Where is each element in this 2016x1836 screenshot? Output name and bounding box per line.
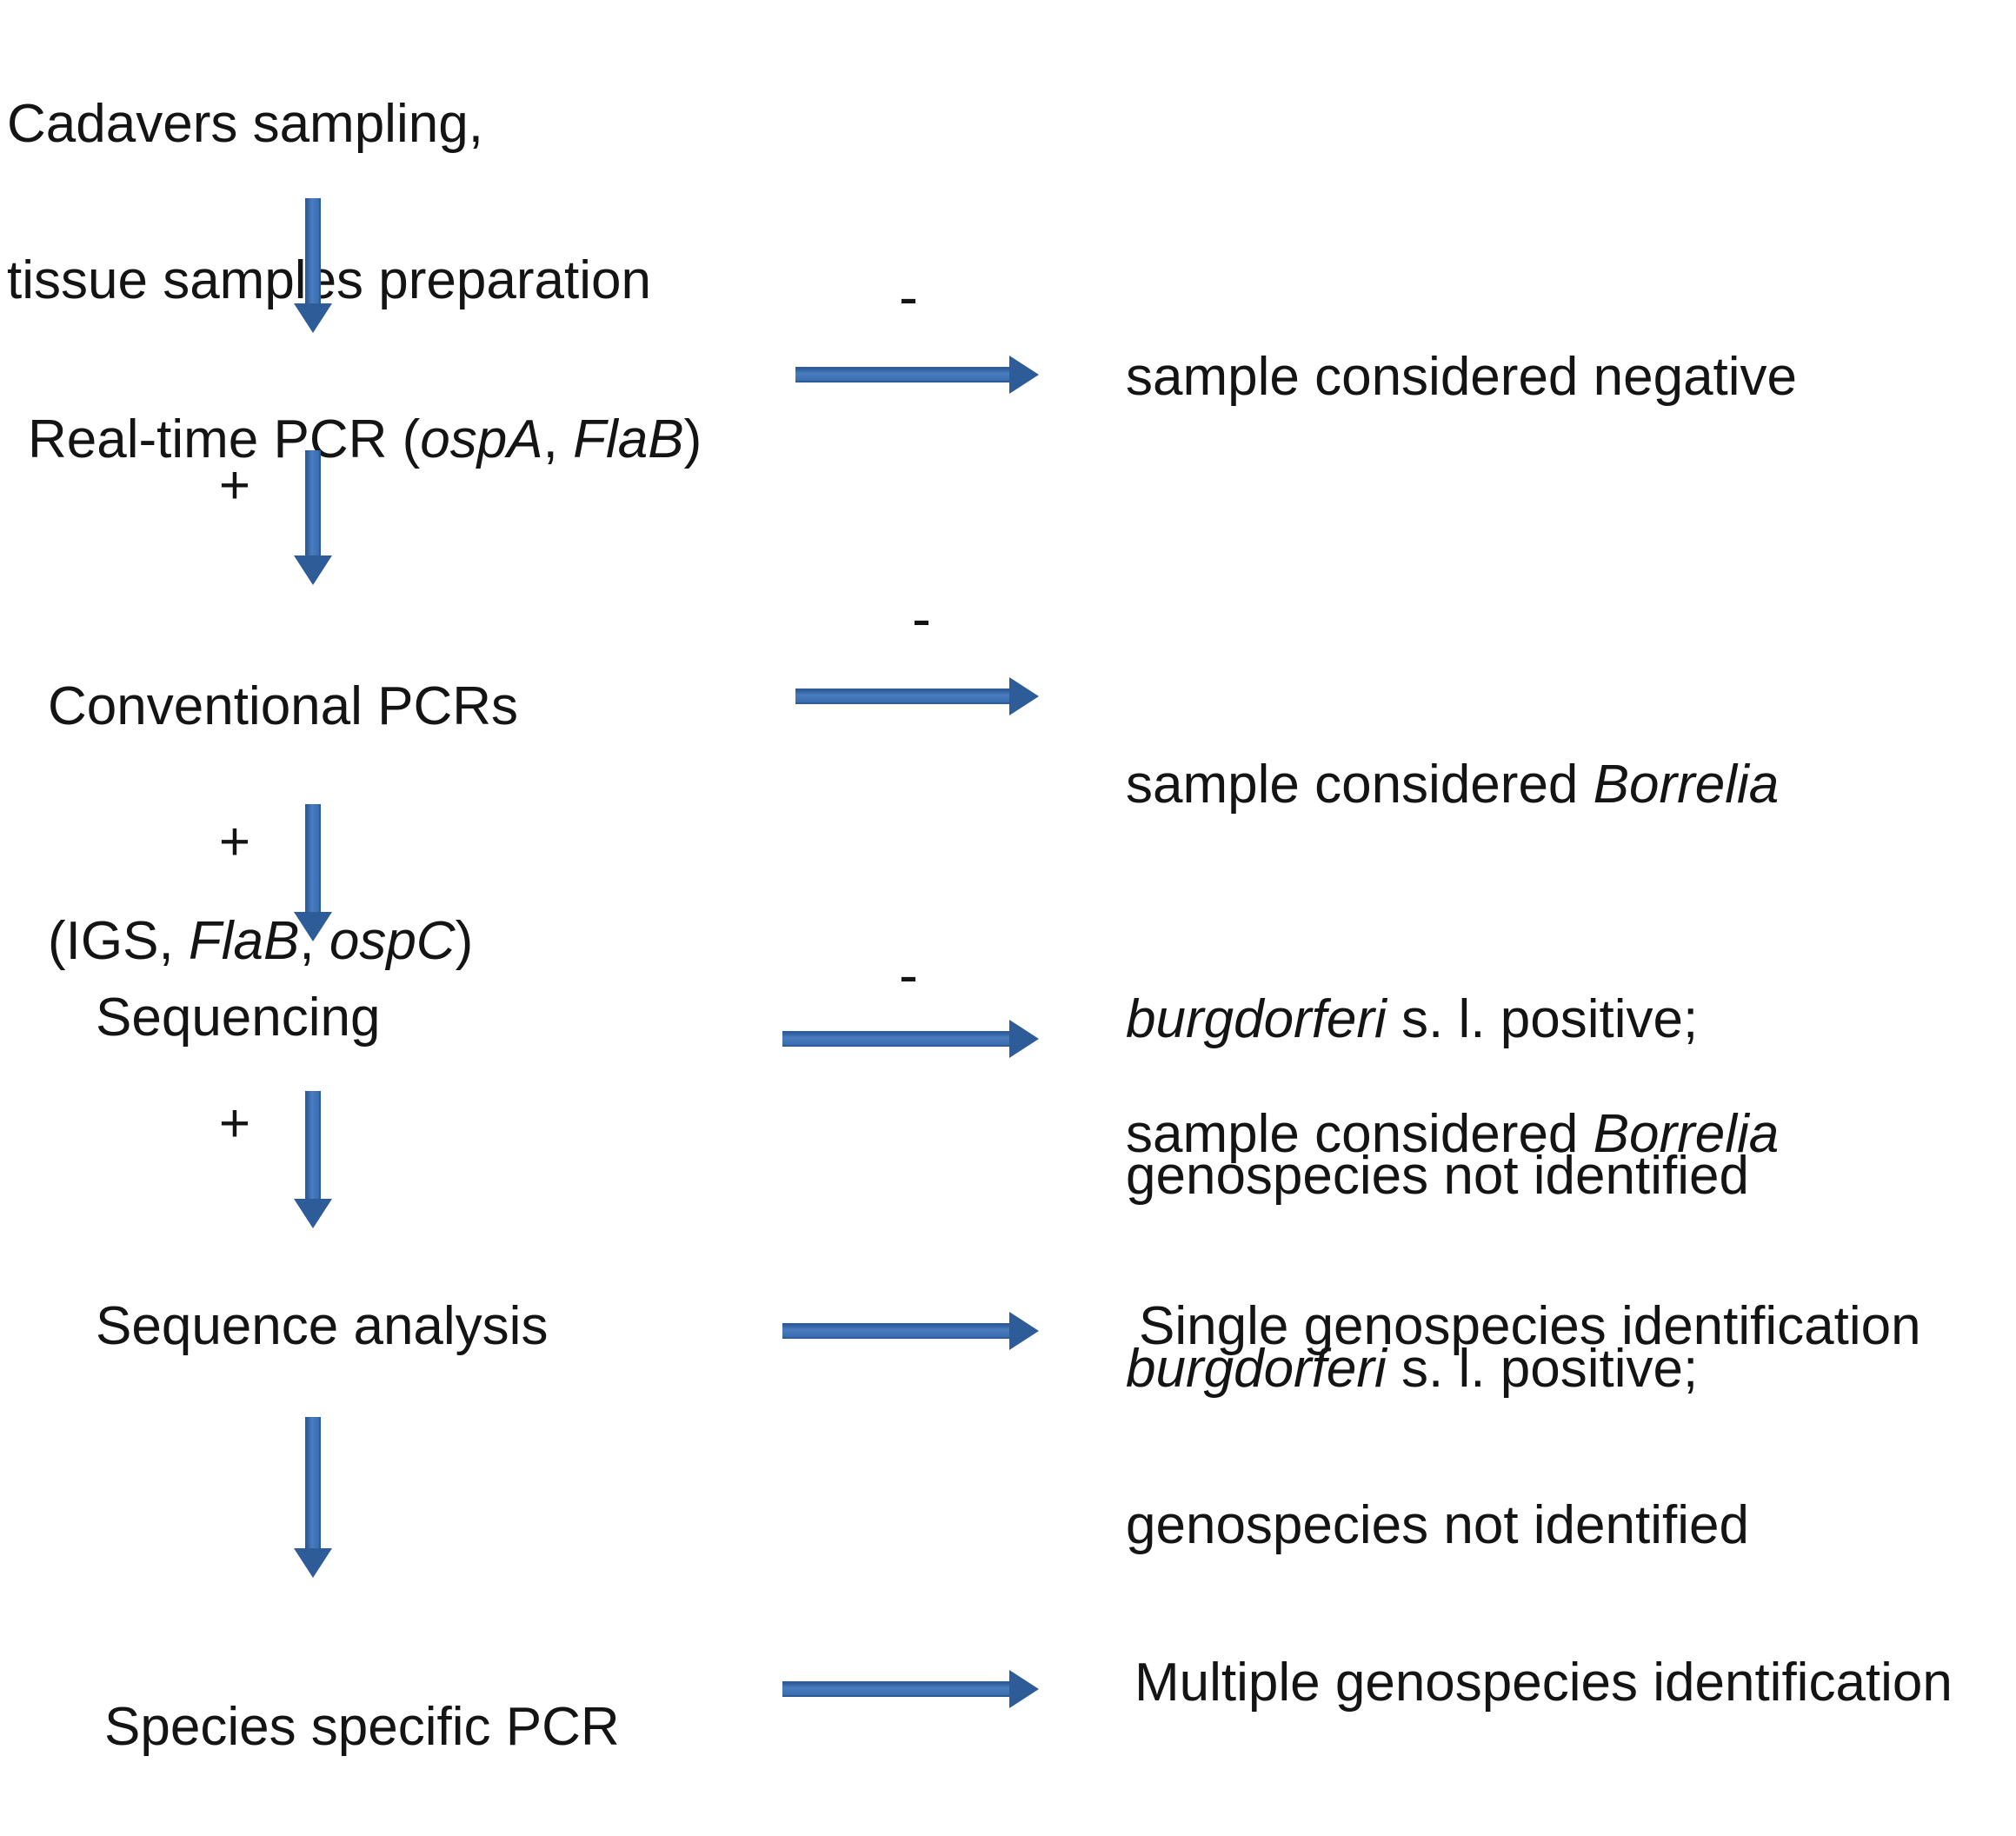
arrow-down-4 <box>294 1091 332 1230</box>
node-sequencing: Sequencing <box>96 988 381 1048</box>
node-conventional-pcrs-gene-flab: FlaB <box>188 911 300 971</box>
arrow-down-2-head <box>294 555 332 585</box>
outcome-borrelia-positive-1-line2-suffix: s. l. positive; <box>1386 989 1699 1049</box>
edge-sign-plus-3: + <box>218 1094 251 1154</box>
node-real-time-pcr-gene-flab: FlaB <box>573 409 684 469</box>
node-cadavers-sampling: Cadavers sampling, tissue samples prepar… <box>7 7 772 398</box>
outcome-borrelia-positive-1-line1-prefix: sample considered <box>1126 755 1594 815</box>
arrow-down-2-shaft <box>305 450 321 556</box>
arrow-right-3-head <box>1009 1020 1039 1058</box>
arrow-right-4-head <box>1009 1312 1039 1350</box>
edge-sign-minus-2: - <box>912 586 931 650</box>
outcome-borrelia-positive-2: sample considered Borrelia burgdorferi s… <box>1126 939 2004 1643</box>
arrow-right-4-shaft <box>782 1323 1011 1339</box>
outcome-multiple-genospecies: Multiple genospecies identification <box>1134 1653 1953 1713</box>
arrow-down-1-shaft <box>305 198 321 304</box>
arrow-right-3-shaft <box>782 1031 1011 1047</box>
edge-sign-minus-3: - <box>899 942 918 1007</box>
outcome-sample-negative: sample considered negative <box>1126 347 1798 407</box>
arrow-down-5-shaft <box>305 1417 321 1549</box>
arrow-down-4-head <box>294 1199 332 1228</box>
node-real-time-pcr-suffix: ) <box>683 409 702 469</box>
arrow-right-2 <box>795 677 1039 715</box>
outcome-borrelia-positive-2-genus: Borrelia <box>1593 1104 1780 1164</box>
arrow-right-5-head <box>1009 1670 1039 1708</box>
outcome-borrelia-positive-2-line2: burgdorferi s. l. positive; <box>1126 1252 2004 1408</box>
node-cadavers-sampling-line2: tissue samples preparation <box>7 250 651 310</box>
node-sequence-analysis: Sequence analysis <box>96 1296 549 1356</box>
node-conventional-pcrs-line2-suffix: ) <box>455 911 474 971</box>
node-conventional-pcrs-line2-prefix: (IGS, <box>48 911 189 971</box>
arrow-down-2 <box>294 450 332 585</box>
outcome-borrelia-positive-1-line1: sample considered Borrelia <box>1126 668 2004 824</box>
edge-sign-plus-2: + <box>218 812 251 872</box>
outcome-borrelia-positive-2-species: burgdorferi <box>1126 1339 1387 1399</box>
arrow-right-2-head <box>1009 677 1039 715</box>
outcome-borrelia-positive-2-line1: sample considered Borrelia <box>1126 1017 2004 1174</box>
outcome-borrelia-positive-1-species: burgdorferi <box>1126 989 1387 1049</box>
outcome-borrelia-positive-1: sample considered Borrelia burgdorferi s… <box>1126 589 2004 1294</box>
arrow-down-3 <box>294 804 332 943</box>
arrow-right-1-head <box>1009 356 1039 394</box>
arrow-down-5-head <box>294 1548 332 1578</box>
node-cadavers-sampling-line1: Cadavers sampling, <box>7 94 483 154</box>
edge-sign-plus-1: + <box>218 456 251 516</box>
outcome-borrelia-positive-2-line2-suffix: s. l. positive; <box>1386 1339 1699 1399</box>
outcome-borrelia-positive-1-line3: genospecies not identified <box>1126 1146 1749 1206</box>
node-species-specific-pcr: Species specific PCR (ospA) in case of m… <box>104 1610 765 1836</box>
node-conventional-pcrs: Conventional PCRs (IGS, FlaB, ospC) <box>48 589 795 1059</box>
outcome-borrelia-positive-2-line1-prefix: sample considered <box>1126 1104 1594 1164</box>
node-real-time-pcr-sep: , <box>542 409 574 469</box>
node-conventional-pcrs-gene-ospc: ospC <box>329 911 456 971</box>
arrow-right-4 <box>782 1312 1039 1350</box>
arrow-down-5 <box>294 1417 332 1582</box>
edge-sign-minus-1: - <box>899 264 918 329</box>
node-real-time-pcr: Real-time PCR (ospA, FlaB) <box>28 346 775 471</box>
node-real-time-pcr-prefix: Real-time PCR ( <box>28 409 421 469</box>
arrow-right-5 <box>782 1670 1039 1708</box>
arrow-down-3-shaft <box>305 804 321 913</box>
arrow-down-3-head <box>294 912 332 941</box>
outcome-borrelia-positive-2-line3: genospecies not identified <box>1126 1495 1749 1555</box>
outcome-borrelia-positive-1-genus: Borrelia <box>1593 755 1780 815</box>
outcome-single-genospecies: Single genospecies identification <box>1139 1296 1921 1356</box>
node-conventional-pcrs-line2: (IGS, FlaB, ospC) <box>48 824 795 981</box>
arrow-right-3 <box>782 1020 1039 1058</box>
arrow-right-2-shaft <box>795 688 1011 704</box>
arrow-right-1-shaft <box>795 367 1011 382</box>
arrow-down-1-head <box>294 303 332 333</box>
arrow-right-5-shaft <box>782 1681 1011 1697</box>
arrow-down-4-shaft <box>305 1091 321 1200</box>
node-conventional-pcrs-line1: Conventional PCRs <box>48 676 519 736</box>
node-species-specific-pcr-line1: Species specific PCR <box>104 1697 620 1757</box>
arrow-down-1 <box>294 198 332 333</box>
node-real-time-pcr-gene-ospa: ospA <box>420 409 543 469</box>
arrow-right-1 <box>795 356 1039 394</box>
outcome-borrelia-positive-1-line2: burgdorferi s. l. positive; <box>1126 902 2004 1059</box>
